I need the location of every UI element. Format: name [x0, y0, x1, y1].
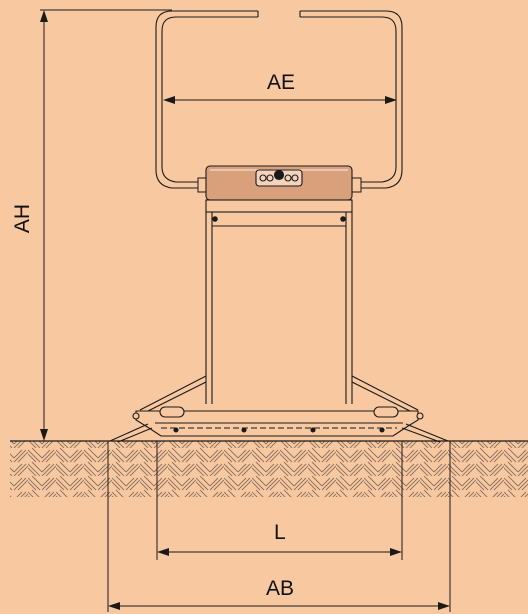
overall-base-dimension — [108, 602, 450, 610]
platform-base — [135, 406, 419, 437]
overall-base-label: AB — [266, 577, 295, 600]
base-length-dimension — [157, 548, 402, 556]
handle-width-label: AE — [267, 71, 296, 94]
handle-bar — [155, 10, 403, 189]
base-length-label: L — [274, 521, 286, 544]
mast-column — [205, 199, 353, 404]
pit-outline — [107, 441, 451, 612]
control-box — [205, 165, 353, 201]
support-struts — [139, 375, 419, 413]
ground-section — [10, 441, 528, 497]
base-ramps — [109, 412, 449, 443]
handle-width-dimension — [163, 96, 397, 104]
height-label: AH — [11, 203, 35, 234]
height-dimension — [40, 9, 172, 441]
